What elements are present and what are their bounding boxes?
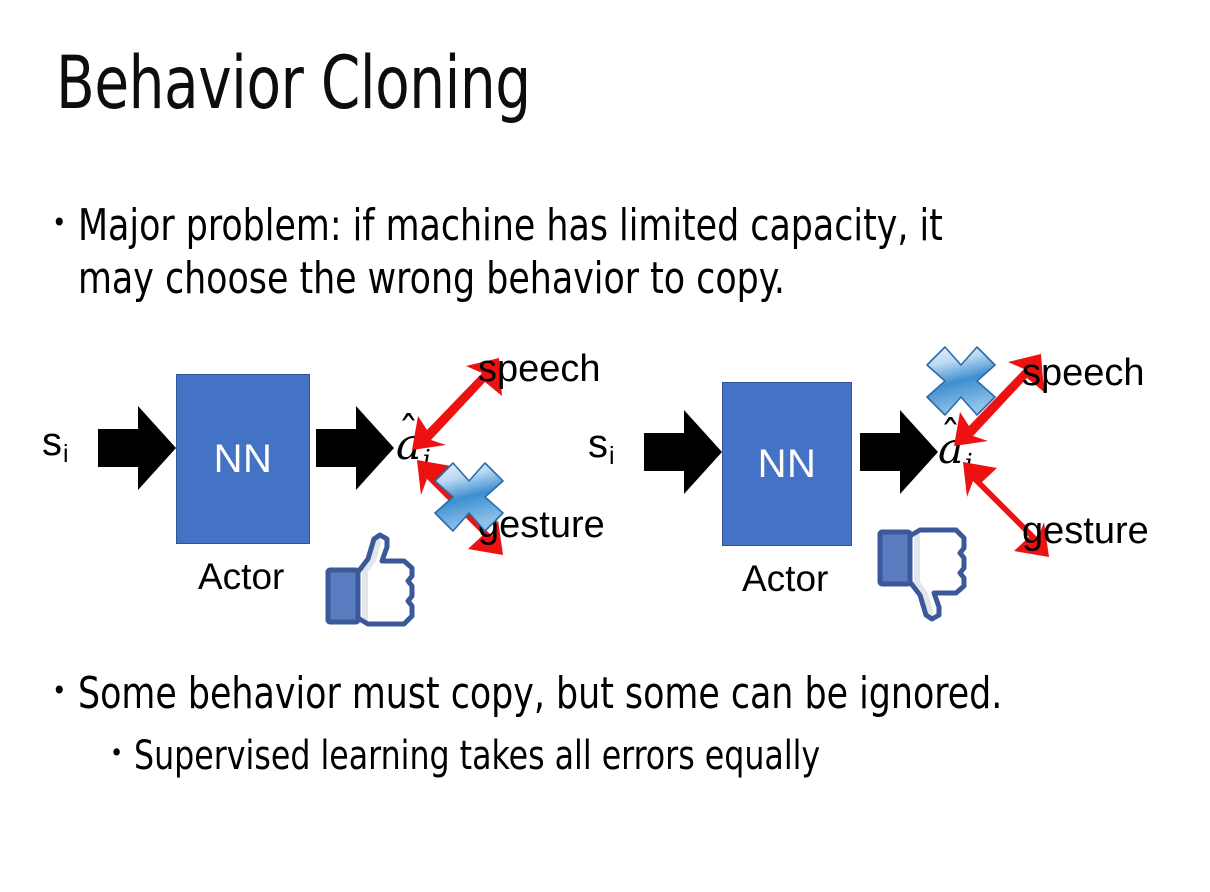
state-symbol: s [588, 422, 608, 466]
blue-cross-icon-speech-right [924, 344, 998, 418]
bullet-item-major-problem: • Major problem: if machine has limited … [52, 200, 1142, 306]
thumbs-up-icon-left [318, 528, 422, 632]
circumflex-accent-icon: ˆ [940, 411, 961, 460]
arrow-right-icon-input-right [644, 406, 722, 498]
page-title: Behavior Cloning [56, 41, 531, 126]
state-symbol: s [42, 420, 62, 464]
state-subscript: i [63, 440, 69, 468]
red-double-arrow-gesture-right [952, 458, 1056, 562]
blue-cross-icon-gesture-left [432, 460, 506, 534]
thumbs-down-icon-right [870, 522, 974, 626]
state-subscript: i [609, 442, 615, 470]
bullet-text: Major problem: if machine has limited ca… [77, 200, 943, 304]
arrow-right-icon-output-right [860, 406, 938, 498]
bullet-marker-icon: • [110, 737, 124, 767]
state-label-right: si [588, 422, 615, 471]
bullet-marker-icon: • [52, 207, 67, 239]
arrow-right-icon-input-left [98, 402, 176, 494]
action-label-right: ˆai [938, 411, 973, 478]
bullet-text: Supervised learning takes all errors equ… [133, 733, 820, 779]
nn-box-label: NN [213, 436, 273, 481]
actor-caption-right: Actor [742, 558, 829, 599]
branch-label-speech-left: speech [478, 348, 601, 390]
state-label-left: si [42, 420, 69, 469]
bullet-marker-icon: • [52, 675, 67, 707]
arrow-right-icon-output-left [316, 402, 394, 494]
bullet-item-supervised-learning: • Supervised learning takes all errors e… [110, 732, 1170, 780]
diagram-actor-gesture-speech-crossed: si NN Actor ˆai [570, 340, 1190, 630]
bullet-text: Some behavior must copy, but some can be… [77, 668, 1003, 719]
branch-label-gesture-right: gesture [1022, 510, 1149, 552]
bullet-item-some-behavior: • Some behavior must copy, but some can … [52, 668, 1162, 721]
red-double-arrow-speech-right [948, 346, 1052, 450]
branch-label-speech-right: speech [1022, 352, 1145, 394]
nn-box-left: NN [176, 374, 310, 544]
red-double-arrow-speech-left [406, 350, 510, 454]
nn-box-right: NN [722, 382, 852, 546]
action-subscript: i [422, 444, 431, 475]
nn-box-label: NN [757, 441, 817, 486]
actor-caption-left: Actor [198, 556, 285, 597]
